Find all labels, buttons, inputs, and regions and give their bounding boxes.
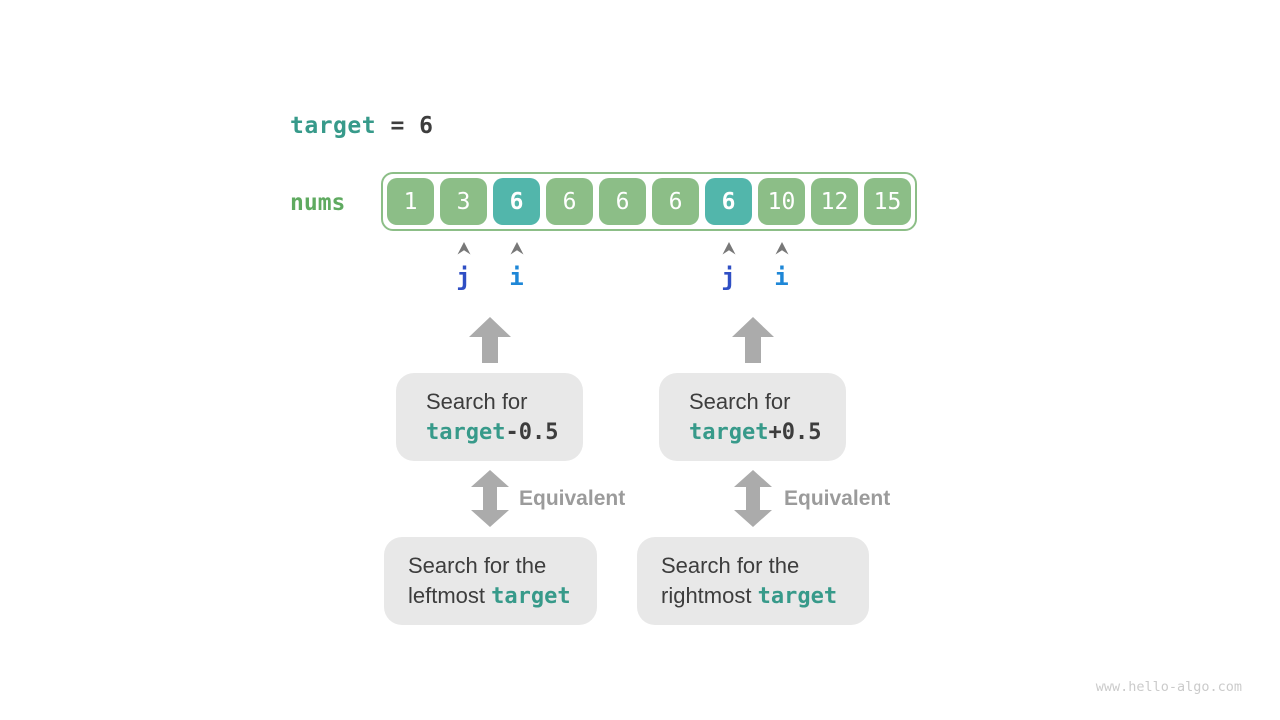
pointer-label-j: j — [456, 263, 471, 291]
pointer-caret-icon — [722, 242, 735, 255]
target-code: target — [426, 419, 506, 445]
search-box-right-line2: target+0.5 — [689, 417, 846, 448]
nums-label: nums — [290, 190, 346, 216]
up-arrow-icon — [469, 317, 511, 363]
search-box-left-line1: Search for — [426, 389, 528, 414]
search-box-right-line1: Search for — [689, 389, 791, 414]
equivalent-arrow-icon — [734, 470, 772, 527]
result-box-left-line1: Search for the — [408, 553, 547, 578]
search-box-right: Search for target+0.5 — [659, 373, 846, 461]
array-cell: 6 — [652, 178, 699, 225]
search-box-left-line2: target-0.5 — [426, 417, 583, 448]
pointer-label-i: i — [774, 263, 789, 291]
array-cell: 6 — [599, 178, 646, 225]
target-value: 6 — [419, 113, 434, 139]
array-container: 1 3 6 6 6 6 6 10 12 15 — [381, 172, 917, 231]
array-cell: 6 — [546, 178, 593, 225]
pointer-label-j: j — [721, 263, 736, 291]
equals-sign: = — [390, 113, 405, 139]
offset-text: -0.5 — [505, 419, 559, 445]
array-cell: 12 — [811, 178, 858, 225]
search-box-left: Search for target-0.5 — [396, 373, 583, 461]
target-expression: target = 6 — [290, 113, 434, 139]
result-box-right-line1: Search for the — [661, 553, 800, 578]
array-cell: 3 — [440, 178, 487, 225]
result-box-right-line2: rightmost target — [661, 581, 869, 612]
equivalent-label: Equivalent — [519, 487, 626, 510]
array-cell: 10 — [758, 178, 805, 225]
array-cell: 15 — [864, 178, 911, 225]
array-cell: 1 — [387, 178, 434, 225]
target-var-name: target — [290, 113, 377, 139]
array-cell: 6 — [705, 178, 752, 225]
pointer-caret-icon — [510, 242, 523, 255]
target-code: target — [491, 583, 571, 609]
up-arrow-icon — [732, 317, 774, 363]
result-box-right: Search for the rightmost target — [637, 537, 869, 625]
target-code: target — [689, 419, 769, 445]
target-code: target — [757, 583, 838, 609]
pointer-label-i: i — [509, 263, 524, 291]
watermark: www.hello-algo.com — [1095, 679, 1242, 695]
equivalent-arrow-icon — [471, 470, 509, 527]
array-cell: 6 — [493, 178, 540, 225]
pointer-caret-icon — [457, 242, 470, 255]
result-box-left: Search for the leftmost target — [384, 537, 597, 625]
offset-text: +0.5 — [768, 419, 822, 445]
result-prefix: leftmost — [408, 582, 492, 608]
result-box-left-line2: leftmost target — [408, 581, 597, 612]
result-prefix: rightmost — [661, 582, 758, 608]
pointer-caret-icon — [775, 242, 788, 255]
equivalent-label: Equivalent — [784, 487, 891, 510]
